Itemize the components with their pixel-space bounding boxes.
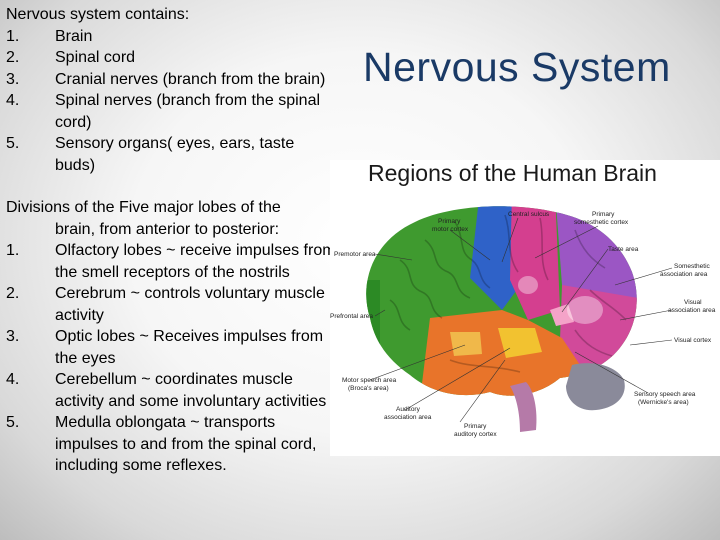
auditory-region xyxy=(498,328,542,358)
label-sensory-speech: Sensory speech area xyxy=(634,391,696,398)
broca-region xyxy=(450,332,482,356)
brain-shape xyxy=(366,206,637,432)
label-visual-cortex: Visual cortex xyxy=(674,337,712,344)
list-item: 2.Cerebrum ~ controls voluntary muscle a… xyxy=(6,285,325,324)
list-item: 4.Cerebellum ~ coordinates muscle activi… xyxy=(6,371,327,410)
label-auditory-assoc-2: association area xyxy=(384,414,432,421)
label-central-sulcus: Central sulcus xyxy=(508,211,550,218)
label-taste: Taste area xyxy=(608,246,639,253)
list-item: 4.Spinal nerves (branch from the spinal … xyxy=(6,92,321,131)
figure-title: Regions of the Human Brain xyxy=(368,160,657,186)
label-primary-somesthetic: Primary xyxy=(592,211,615,218)
label-auditory-assoc: Auditory xyxy=(396,406,421,413)
list-item: 2.Spinal cord xyxy=(6,49,136,66)
slide-text: Nervous system contains: 1.Brain 2.Spina… xyxy=(6,4,336,477)
list-item: 5.Sensory organs( eyes, ears, taste buds… xyxy=(6,135,295,174)
label-prefrontal: Prefrontal area xyxy=(330,313,373,320)
somesthetic-region xyxy=(510,206,560,320)
label-somesthetic-assoc-2: association area xyxy=(660,271,708,278)
brainstem-shape xyxy=(510,382,537,432)
list-item: 3.Cranial nerves (branch from the brain) xyxy=(6,70,326,88)
label-primary-motor-2: motor cortex xyxy=(432,226,469,233)
taste-region xyxy=(550,304,574,326)
label-sensory-speech-2: (Wernicke's area) xyxy=(638,399,689,406)
region-labels: Central sulcus Primary motor cortex Prim… xyxy=(330,211,716,438)
label-primary-auditory: Primary xyxy=(464,423,487,430)
list-item: 1.Olfactory lobes ~ receive impulses fro… xyxy=(6,242,336,281)
intro-text: Nervous system contains: xyxy=(6,6,190,23)
cerebellum-shape xyxy=(566,363,625,411)
label-visual-assoc-2: association area xyxy=(668,307,716,314)
slide-title: Nervous System xyxy=(363,44,671,90)
label-leader-lines xyxy=(369,217,673,423)
brain-illustration: Central sulcus Primary motor cortex Prim… xyxy=(330,206,716,438)
list-item: 5.Medulla oblongata ~ transports impulse… xyxy=(6,414,317,474)
label-motor-speech-2: (Broca's area) xyxy=(348,385,389,392)
components-list: 1.Brain 2.Spinal cord 3.Cranial nerves (… xyxy=(6,26,336,177)
label-primary-auditory-2: auditory cortex xyxy=(454,431,497,438)
lobes-list: 1.Olfactory lobes ~ receive impulses fro… xyxy=(6,240,336,477)
list-item: 1.Brain xyxy=(6,27,93,45)
label-visual-assoc: Visual xyxy=(684,299,702,306)
label-somesthetic-assoc: Somesthetic xyxy=(674,263,711,270)
label-premotor: Premotor area xyxy=(334,251,376,258)
label-motor-speech: Motor speech area xyxy=(342,377,397,384)
label-primary-somesthetic-2: somesthetic cortex xyxy=(574,219,629,226)
label-primary-motor: Primary xyxy=(438,218,461,225)
list-item: 3.Optic lobes ~ Receives impulses from t… xyxy=(6,328,324,367)
divisions-heading: Divisions of the Five major lobes of the… xyxy=(6,199,281,238)
brain-figure: Central sulcus Primary motor cortex Prim… xyxy=(330,160,720,456)
